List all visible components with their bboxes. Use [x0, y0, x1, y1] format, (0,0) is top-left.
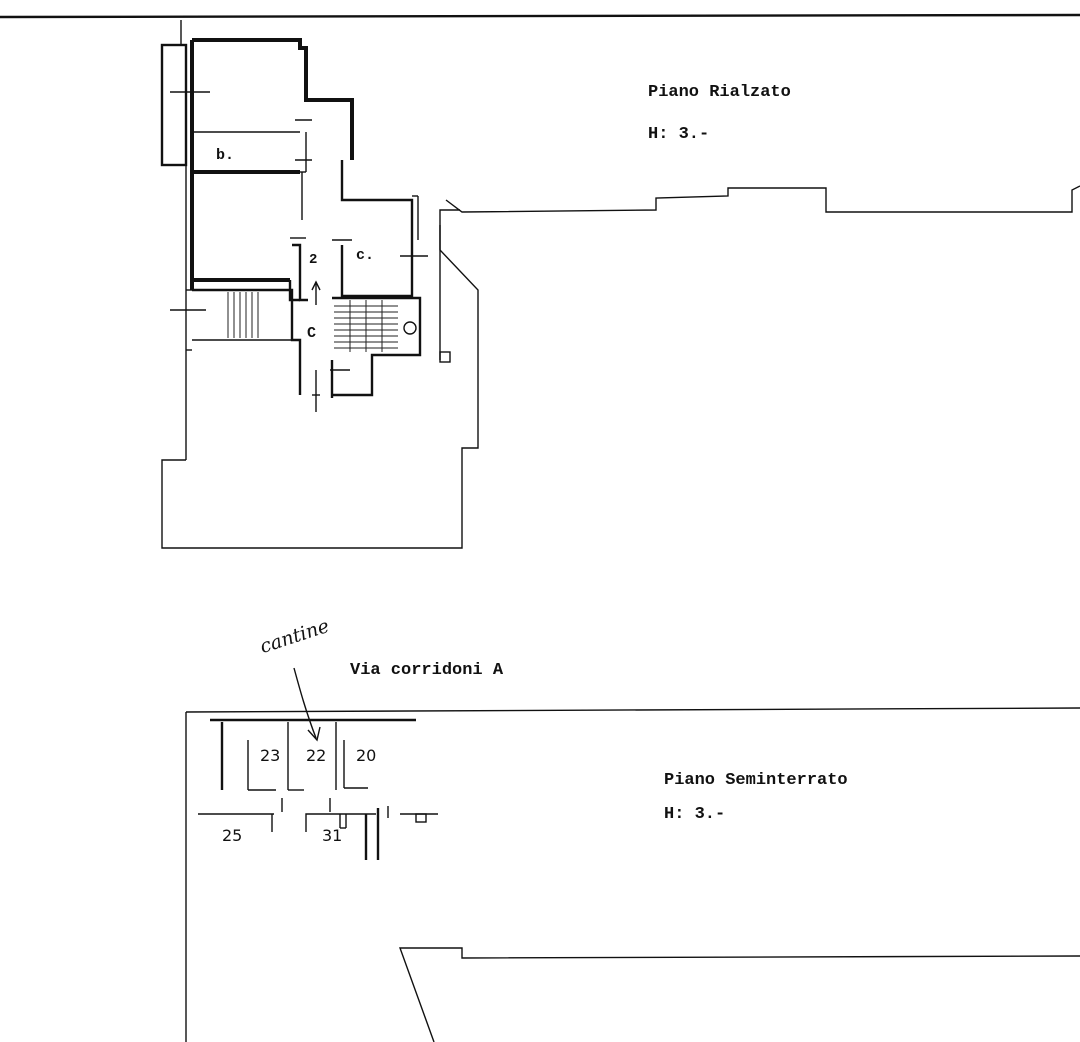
- elevator-symbol: [403, 321, 417, 335]
- cellar-20-label: 20: [356, 746, 377, 765]
- right-stair-treads: [334, 300, 398, 352]
- lower-floor-height: H: 3.-: [664, 805, 726, 824]
- top-border-line: [0, 13, 1080, 19]
- window-block: [160, 43, 188, 167]
- neighbour-profile-upper: [445, 185, 1080, 213]
- upper-floor-walls: [160, 20, 479, 549]
- stair-number-label: 2: [309, 252, 318, 268]
- lower-floor-walls: [185, 707, 1080, 1042]
- corridor-label: C: [307, 325, 317, 342]
- cellar-22-label: 22: [306, 746, 327, 765]
- cellar-23-label: 23: [260, 746, 281, 765]
- corridor-arrows: [311, 280, 321, 412]
- upper-floor-height: H: 3.-: [648, 125, 710, 144]
- room-b-label: b.: [216, 147, 235, 164]
- street-label: Via corridoni A: [350, 661, 504, 680]
- lower-floor-title: Piano Seminterrato: [664, 771, 848, 790]
- note-arrow: [293, 667, 321, 742]
- cellar-31-label: 31: [322, 826, 343, 845]
- room-c-label: c.: [356, 247, 375, 264]
- upper-floor-title: Piano Rialzato: [648, 83, 791, 102]
- cellar-25-label: 25: [222, 826, 243, 845]
- neighbour-profile-lower: [399, 947, 1080, 1042]
- left-stair-treads: [227, 292, 259, 338]
